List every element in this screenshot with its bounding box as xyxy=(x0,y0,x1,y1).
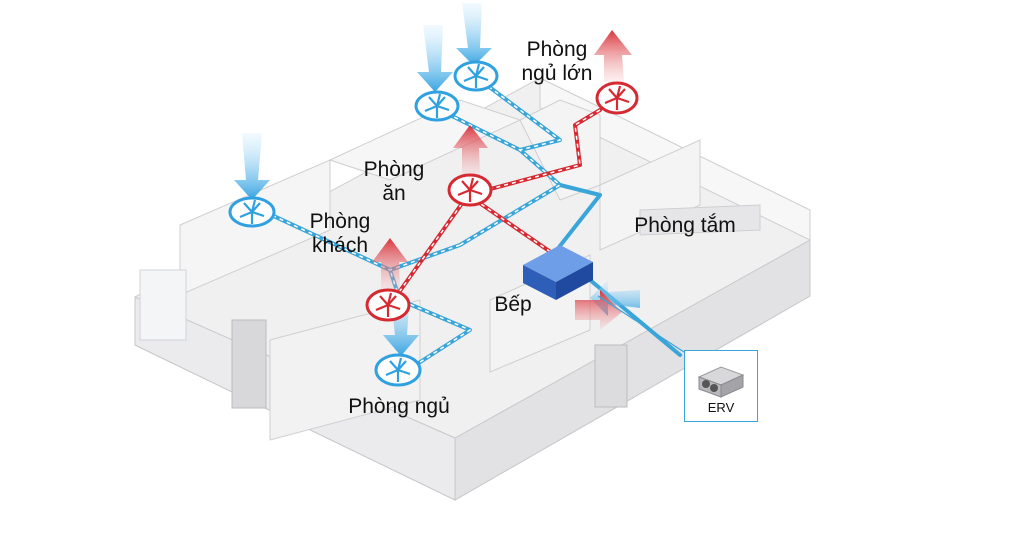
arrow-out-red xyxy=(575,290,622,330)
arrow-up-red xyxy=(594,30,632,82)
arrow-down-blue xyxy=(456,3,492,66)
fan-icon-blue xyxy=(374,353,422,387)
dash-bedroom xyxy=(389,269,472,376)
dash-ex-living xyxy=(389,194,469,306)
front-door xyxy=(594,344,628,408)
arrow-up-red xyxy=(372,238,408,290)
building-shell xyxy=(134,77,811,501)
supply-fans xyxy=(228,60,499,387)
erv-unit-right xyxy=(556,262,593,300)
wall-bath xyxy=(599,139,701,251)
erv-leader-line xyxy=(597,295,685,353)
dash-ex-master xyxy=(467,109,601,196)
erv-label: ERV xyxy=(707,400,735,415)
fan-icon-red xyxy=(595,81,639,115)
fan-icon-blue xyxy=(453,60,499,92)
fan-icon-red xyxy=(447,173,493,207)
duct-fresh-master xyxy=(438,78,562,152)
label-bedroom: Phòng ngủ xyxy=(348,395,450,418)
radiator xyxy=(231,319,267,409)
arrow-up-red xyxy=(453,125,488,175)
exhaust-fans xyxy=(365,81,639,322)
erv-unit-top xyxy=(523,245,593,282)
exhaust-arrows xyxy=(372,30,632,330)
erv-unit-left xyxy=(523,265,556,300)
duct-fresh-erv xyxy=(543,183,602,267)
fan-icon-blue xyxy=(414,90,460,122)
arrow-down-blue xyxy=(234,133,270,200)
erv-device-icon xyxy=(697,366,745,398)
balcony-glass xyxy=(139,269,187,341)
dash-ex-dining xyxy=(467,194,556,256)
erv-unit-icon xyxy=(523,245,593,300)
dash-trunk xyxy=(459,149,562,246)
erv-callout: ERV xyxy=(684,350,758,422)
exhaust-duct-dashes xyxy=(389,109,601,306)
fan-icon-red xyxy=(365,288,411,322)
arrow-down-blue xyxy=(417,25,453,92)
label-bathroom: Phòng tắm xyxy=(634,214,736,237)
label-kitchen: Bếp xyxy=(494,293,532,316)
fan-icon-blue xyxy=(228,196,276,228)
wall-bath-2 xyxy=(639,204,761,236)
